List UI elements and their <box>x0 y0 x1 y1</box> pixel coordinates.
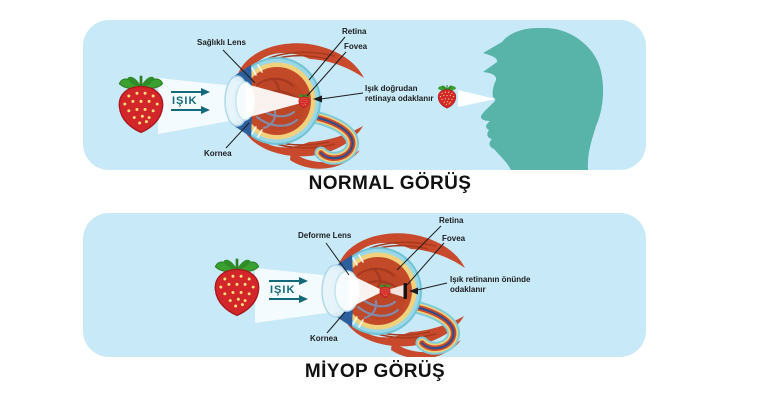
optic-nerve <box>303 109 360 165</box>
strawberry-icon-large <box>213 257 261 317</box>
eye-muscle-lower <box>290 150 360 169</box>
light-arrows-icon <box>269 277 308 303</box>
blur-mark-on-retina <box>403 283 407 299</box>
focus-note-line2: odaklanır <box>450 285 486 295</box>
focus-note: Işık retinanın önünde odaklanır <box>450 275 530 296</box>
focus-note-arrowhead <box>409 287 418 295</box>
focus-note-line2: retinaya odaklanır <box>365 94 434 104</box>
fovea-label: Fovea <box>344 42 368 51</box>
lens-label-line <box>222 49 256 84</box>
myopic-vision-figure <box>213 225 465 357</box>
deformed-lens-label: Deforme Lens <box>298 231 352 240</box>
diverging-light-cone <box>384 284 405 298</box>
cornea-label: Kornea <box>310 334 338 343</box>
normal-vision-panel: Sağlıklı Lens Retina Fovea Işık doğrudan… <box>83 20 646 170</box>
focus-note-line1: Işık doğrudan <box>365 84 418 93</box>
eye-illustration <box>224 43 364 169</box>
focus-note-line1: Işık retinanın önünde <box>450 275 531 284</box>
normal-vision-title: NORMAL GÖRÜŞ <box>308 173 472 194</box>
vision-cone <box>458 90 496 107</box>
eye-illustration <box>321 233 465 357</box>
leader-lines <box>325 225 448 334</box>
fovea-label: Fovea <box>442 234 466 243</box>
light-label: IŞIK <box>270 284 296 296</box>
leader-lines <box>222 36 364 149</box>
myopic-vision-panel: Deforme Lens Retina Fovea Işık retinanın… <box>83 213 646 357</box>
focus-note-arrowhead <box>313 95 322 103</box>
retina-label: Retina <box>342 27 367 36</box>
eye-muscle-bottom <box>342 307 464 347</box>
cornea-label-line <box>225 122 250 149</box>
light-arrows-icon <box>171 88 210 114</box>
retina-label-line <box>308 36 346 81</box>
fovea-label-line <box>306 51 347 97</box>
cornea-label: Kornea <box>204 149 232 158</box>
retina-label: Retina <box>439 216 464 225</box>
head-silhouette <box>480 28 604 170</box>
ciliary-body-bottom <box>231 116 252 137</box>
healthy-lens-label: Sağlıklı Lens <box>197 38 246 47</box>
focus-note: Işık doğrudan retinaya odaklanır <box>365 84 433 105</box>
light-label: IŞIK <box>172 95 198 107</box>
focus-note-line <box>416 282 448 291</box>
eye-muscle-top <box>338 233 465 273</box>
strawberry-icon-small <box>437 84 457 109</box>
myopic-vision-title: MİYOP GÖRÜŞ <box>304 361 446 382</box>
strawberry-icon-large <box>117 74 165 134</box>
focus-note-line <box>320 92 364 100</box>
optic-nerve <box>404 299 461 355</box>
focused-light-cone <box>349 274 384 308</box>
normal-vision-figure <box>117 28 604 170</box>
cornea-label-line <box>326 311 346 334</box>
eye-muscle-top <box>237 43 364 83</box>
focused-light-cone <box>246 84 303 118</box>
retina-label-line <box>396 225 442 271</box>
lens-label-line <box>325 242 350 276</box>
ciliary-body-top <box>231 65 252 86</box>
eye-muscle-bottom <box>241 117 363 157</box>
fovea-label-line <box>406 242 445 286</box>
